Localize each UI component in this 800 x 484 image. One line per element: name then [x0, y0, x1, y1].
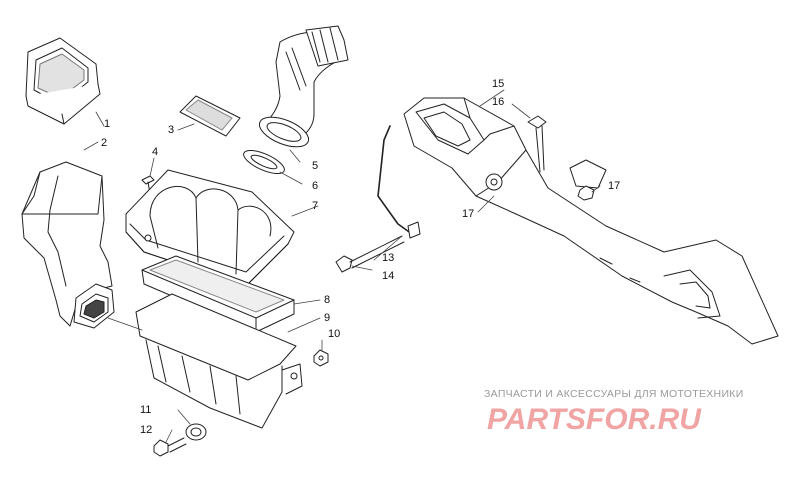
callout-16: 16	[492, 96, 505, 108]
callout-14: 14	[382, 270, 395, 282]
part-13-rod	[377, 125, 421, 239]
part-9-airbox-base	[135, 293, 303, 429]
part-12-bolt	[153, 437, 187, 457]
part-17-grommet	[569, 159, 607, 201]
part-10-nut	[313, 349, 329, 367]
part-11-grommet	[185, 423, 207, 441]
watermark-logo-text: PARTSFOR.RU	[487, 403, 702, 436]
part-5-clamp	[258, 116, 310, 148]
part-2-intake-duct	[21, 161, 115, 329]
part-16-screw	[527, 115, 547, 173]
callout-3: 3	[168, 124, 175, 136]
leader-lines	[83, 89, 601, 443]
callout-9: 9	[324, 312, 331, 324]
callout-1: 1	[104, 118, 111, 130]
part-1-intake-cap	[25, 37, 101, 125]
callout-2: 2	[101, 137, 108, 149]
air-hose	[261, 25, 349, 143]
part-3-label	[179, 95, 241, 137]
callout-5: 5	[312, 160, 319, 172]
watermark-caption: ЗАПЧАСТИ И АКСЕССУАРЫ ДЛЯ МОТОТЕХНИКИ	[484, 388, 744, 400]
callout-10: 10	[328, 328, 341, 340]
callout-6: 6	[312, 180, 319, 192]
callout-7: 7	[312, 200, 319, 212]
callout-15: 15	[492, 78, 505, 90]
watermark-logo: PARTSFOR.RU	[487, 403, 702, 436]
callout-17-right: 17	[608, 180, 621, 192]
callout-12: 12	[140, 424, 153, 436]
part-15-intake-tube	[403, 97, 779, 345]
callout-11: 11	[140, 404, 152, 416]
part-6-gasket	[243, 149, 285, 175]
callout-4: 4	[152, 146, 159, 158]
callout-8: 8	[324, 294, 331, 306]
callout-13: 13	[382, 252, 395, 264]
part-14-bolt	[335, 235, 405, 273]
callout-17-left: 17	[462, 208, 475, 220]
